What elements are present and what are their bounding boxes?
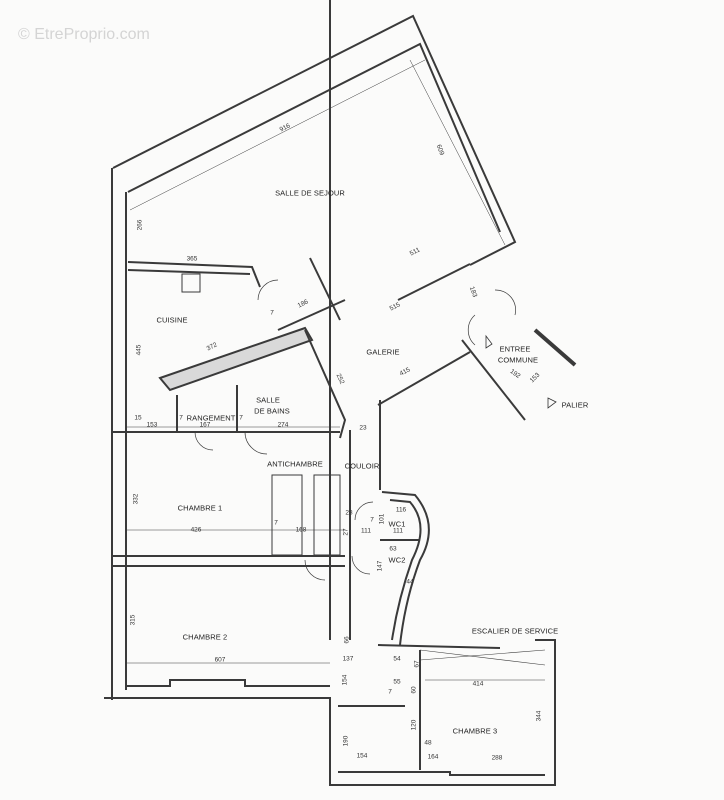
wall-chambre2-inner <box>126 679 330 687</box>
dimension: 315 <box>129 614 137 626</box>
wall-escalier <box>377 644 501 649</box>
dimension: 288 <box>491 754 503 762</box>
dimension: 116 <box>395 506 407 514</box>
closet-1 <box>271 474 303 556</box>
dimension: 44 <box>406 578 414 586</box>
entry-arrow-icon <box>485 334 493 349</box>
door-arcs <box>194 279 516 581</box>
room-cuisine: CUISINE <box>156 315 188 325</box>
wall-bath-top <box>158 326 314 392</box>
closet-2 <box>313 474 341 556</box>
dimension: 426 <box>190 526 202 534</box>
wall-galerie-bottom <box>377 351 471 406</box>
dimension: 344 <box>535 710 543 722</box>
dimension: 332 <box>132 493 140 505</box>
dimension-lines <box>126 59 545 681</box>
room-galerie: GALERIE <box>366 347 400 357</box>
dimension: 120 <box>410 719 418 731</box>
dimension: 274 <box>277 421 289 429</box>
dimension: 111 <box>361 527 371 535</box>
dimension: 15 <box>134 414 142 422</box>
room-entree: ENTREE <box>499 344 531 354</box>
dimension: 607 <box>214 656 226 664</box>
wall-living-inner <box>127 42 501 233</box>
dimension: 60 <box>410 686 418 694</box>
dimension: 7 <box>270 309 274 317</box>
dimension: 190 <box>342 735 350 747</box>
dimension: 365 <box>186 255 198 263</box>
dimension: 266 <box>136 219 144 231</box>
dimension: 7 <box>370 516 374 524</box>
wall-chambre2-bottom <box>104 639 556 786</box>
dimension: 7 <box>274 519 278 527</box>
dimension: 167 <box>199 421 211 429</box>
wall-galerie-top <box>277 299 346 331</box>
room-de-bains: DE BAINS <box>254 406 290 416</box>
room-antichambre: ANTICHAMBRE <box>267 459 323 469</box>
dimension: 111 <box>393 527 403 535</box>
dimension: 55 <box>393 678 401 686</box>
dimension: 48 <box>424 739 432 747</box>
room-wc1: WC1 <box>388 519 406 529</box>
dimension: 164 <box>427 753 439 761</box>
room-salle: SALLE <box>256 395 280 405</box>
dimension: 137 <box>342 655 354 663</box>
stairs-line <box>419 649 546 661</box>
wall-living-bottom <box>397 263 471 301</box>
arrows <box>485 334 557 409</box>
wall-kitchen <box>127 261 261 288</box>
dimension: 7 <box>179 414 183 422</box>
dimension: 154 <box>356 752 368 760</box>
dimension: 147 <box>376 560 384 572</box>
wall-kitchen2 <box>127 269 251 275</box>
dimension: 7 <box>388 688 392 696</box>
room-commune: COMMUNE <box>497 355 539 365</box>
room-chambre-2: CHAMBRE 2 <box>182 632 228 642</box>
wall-entree <box>461 339 526 421</box>
dimension: 101 <box>378 513 386 525</box>
palier-arrow-icon <box>547 397 557 409</box>
stairs-line <box>419 649 546 666</box>
dimension: 7 <box>239 414 243 422</box>
dimension: 27 <box>342 528 350 536</box>
wall-entree-right <box>533 328 577 367</box>
dimension: 67 <box>413 660 421 668</box>
room-chambre-1: CHAMBRE 1 <box>177 503 223 513</box>
room-salle-de-sejour: SALLE DE SEJOUR <box>275 188 345 198</box>
wall-partition <box>309 257 341 321</box>
room-escalier-de-service: ESCALIER DE SERVICE <box>471 626 559 636</box>
room-rangement: RANGEMENT <box>186 413 236 423</box>
dimension: 445 <box>135 344 143 356</box>
dimension: 414 <box>472 680 484 688</box>
wall-wc-curve <box>381 491 430 646</box>
dimension: 66 <box>343 636 351 644</box>
wall-living-top <box>112 14 517 266</box>
room-wc2: WC2 <box>388 555 406 565</box>
dimension: 154 <box>341 674 349 686</box>
room-chambre-3: CHAMBRE 3 <box>452 726 498 736</box>
wall-ch3-bottom <box>338 771 545 776</box>
room-couloir: COULOIR <box>344 461 380 471</box>
dimension: 23 <box>359 424 367 432</box>
stove <box>181 273 201 293</box>
dimension: 54 <box>393 655 401 663</box>
watermark: © EtreProprio.com <box>18 26 150 43</box>
wall-wc-curve2 <box>389 499 422 641</box>
dimension: 168 <box>295 526 307 534</box>
dimension: 28 <box>345 509 353 517</box>
dimension: 153 <box>146 421 158 429</box>
room-palier: PALIER <box>561 400 589 410</box>
dimension: 63 <box>389 545 397 553</box>
wall-bath-diag <box>304 329 347 439</box>
